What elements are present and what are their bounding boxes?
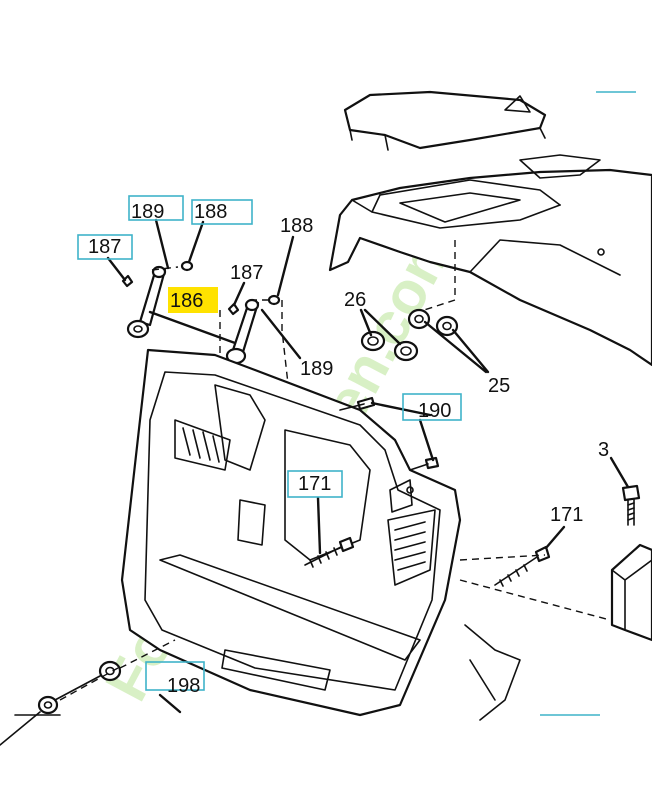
bolt-171-panel — [304, 536, 355, 568]
callout-189-top: 189 — [128, 195, 184, 223]
svg-text:25: 25 — [488, 375, 510, 397]
hardware-198 — [0, 660, 122, 746]
callout-187-right: 187 — [230, 262, 263, 284]
hardware-26-nuts — [360, 330, 419, 362]
svg-text:189: 189 — [300, 358, 333, 380]
svg-text:188: 188 — [280, 215, 313, 237]
callout-187-left: 187 — [77, 234, 133, 260]
callout-171-panel: 171 — [287, 470, 343, 498]
svg-text:187: 187 — [88, 236, 121, 258]
callout-186-highlighted: 186 — [168, 287, 218, 313]
front-grille-panel — [120, 348, 462, 717]
callout-26: 26 — [344, 289, 366, 311]
callout-189-lower: 189 — [300, 358, 333, 380]
callout-188-top: 188 — [191, 199, 253, 225]
svg-text:186: 186 — [170, 290, 203, 312]
side-bracket — [610, 543, 652, 642]
bolt-171-side — [494, 545, 551, 587]
callout-25: 25 — [488, 375, 510, 397]
svg-text:188: 188 — [194, 201, 227, 223]
dash-console-housing — [328, 90, 652, 367]
bolt-3 — [621, 484, 641, 526]
callout-171-side: 171 — [550, 504, 583, 526]
svg-text:189: 189 — [131, 201, 164, 223]
callout-3: 3 — [598, 439, 609, 461]
svg-text:190: 190 — [418, 400, 451, 422]
svg-text:171: 171 — [550, 504, 583, 526]
svg-text:187: 187 — [230, 262, 263, 284]
svg-text:3: 3 — [598, 439, 609, 461]
callout-190: 190 — [402, 393, 462, 422]
callout-198: 198 — [145, 661, 205, 697]
svg-text:26: 26 — [344, 289, 366, 311]
latch-arm-left — [121, 260, 194, 339]
latch-arm-right — [225, 294, 281, 365]
svg-text:198: 198 — [167, 675, 200, 697]
svg-text:171: 171 — [298, 473, 331, 495]
callout-188-right: 188 — [280, 215, 313, 237]
